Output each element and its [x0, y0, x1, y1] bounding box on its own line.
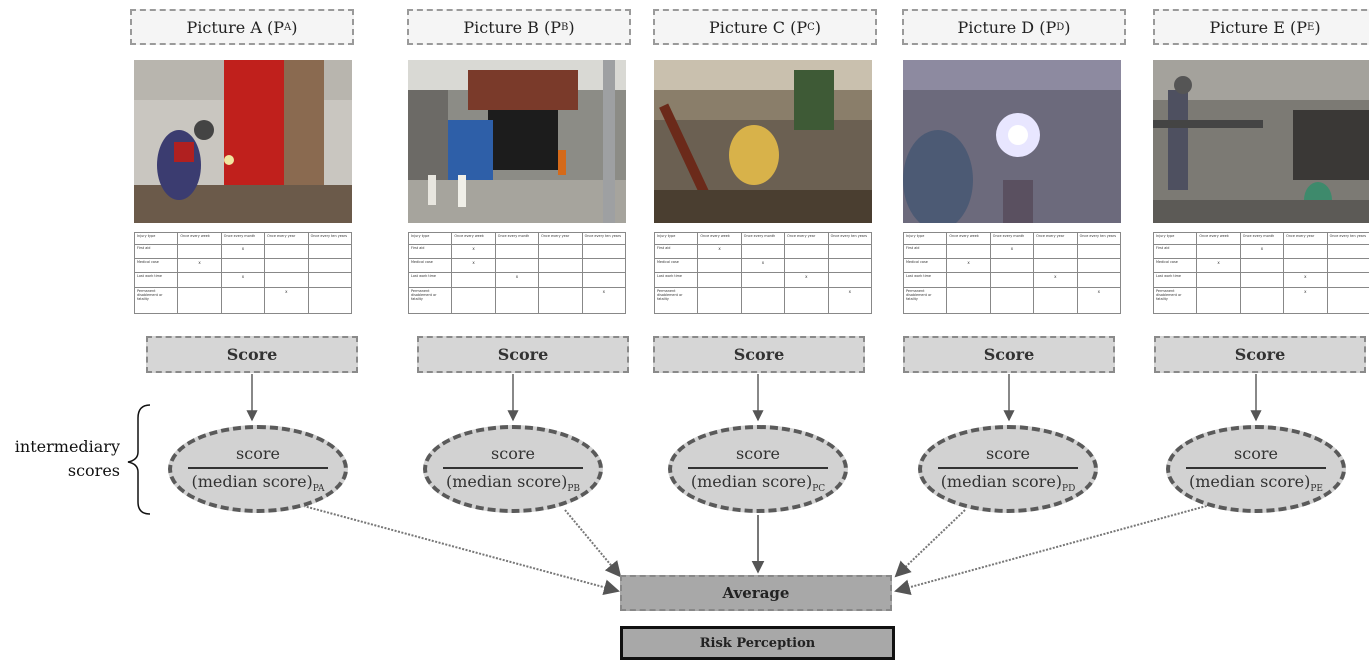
- fraction-bar: [188, 467, 328, 469]
- curly-brace: [127, 404, 151, 515]
- photo-welding-d: [903, 60, 1121, 223]
- fraction-bar: [938, 467, 1078, 469]
- ellipse-numerator: score: [236, 444, 280, 464]
- ellipse-numerator: score: [491, 444, 535, 464]
- ellipse-denominator: (median score)PA: [191, 471, 325, 494]
- score-box-a: Score: [146, 336, 358, 373]
- intermediary-score-a: score (median score)PA: [168, 425, 348, 513]
- side-label-line2: scores: [67, 461, 120, 480]
- photo-welding-e: [1153, 60, 1369, 223]
- intermediary-score-c: score (median score)PC: [668, 425, 848, 513]
- ellipse-denominator: (median score)PE: [1189, 471, 1323, 494]
- intermediary-score-e: score (median score)PE: [1166, 425, 1346, 513]
- intermediary-score-d: score (median score)PD: [918, 425, 1098, 513]
- intermediary-score-b: score (median score)PB: [423, 425, 603, 513]
- fraction-bar: [688, 467, 828, 469]
- average-box: Average: [620, 575, 892, 611]
- arrow-avg-e: [894, 504, 1211, 596]
- fraction-bar: [1186, 467, 1326, 469]
- ellipse-numerator: score: [986, 444, 1030, 464]
- photo-welding-c: [654, 60, 872, 223]
- arrow-avg-a: [299, 504, 620, 596]
- risk-perception-box: Risk Perception: [620, 626, 895, 660]
- score-box-e: Score: [1154, 336, 1366, 373]
- score-box-d: Score: [903, 336, 1115, 373]
- ellipse-denominator: (median score)PD: [940, 471, 1076, 494]
- fraction-bar: [443, 467, 583, 469]
- side-label-line1: intermediary: [14, 437, 120, 456]
- arrow-avg-d: [894, 509, 966, 578]
- arrow-avg-b: [564, 509, 622, 578]
- ellipse-denominator: (median score)PB: [445, 471, 580, 494]
- ellipse-denominator: (median score)PC: [690, 471, 826, 494]
- score-box-c: Score: [653, 336, 865, 373]
- ellipse-numerator: score: [1234, 444, 1278, 464]
- intermediary-scores-label: intermediary scores: [0, 435, 120, 483]
- score-box-b: Score: [417, 336, 629, 373]
- ellipse-numerator: score: [736, 444, 780, 464]
- photo-construction-b: [408, 60, 626, 223]
- photo-welding-a: [134, 60, 352, 223]
